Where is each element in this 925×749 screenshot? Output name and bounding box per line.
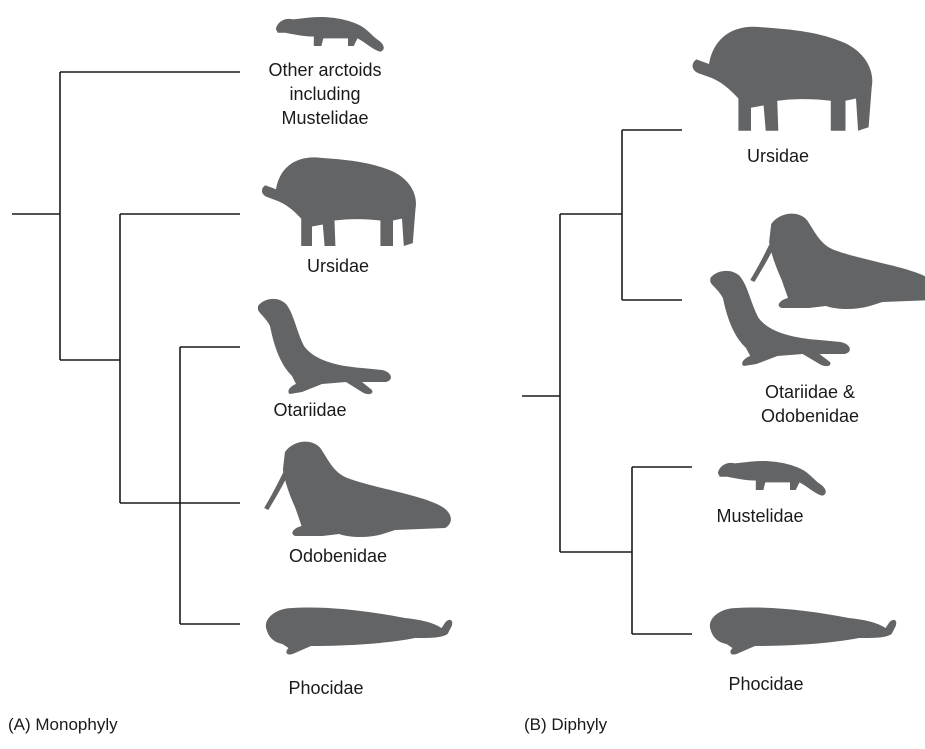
panel-a-label: (A) Monophyly xyxy=(8,714,118,736)
taxon-label-line: Other arctoids xyxy=(244,58,406,82)
taxon-label-ursidae: Ursidae xyxy=(258,254,418,278)
taxon-label-line: Mustelidae xyxy=(680,504,840,528)
sea-lion-icon xyxy=(258,299,391,394)
mustelid-icon xyxy=(718,461,826,496)
taxon-label-line: Phocidae xyxy=(246,676,406,700)
panel-b-label: (B) Diphyly xyxy=(524,714,607,736)
taxon-label-line: Ursidae xyxy=(698,144,858,168)
taxon-label-odobenidae: Odobenidae xyxy=(258,544,418,568)
walrus-icon xyxy=(750,214,925,309)
taxon-label-line: including xyxy=(244,82,406,106)
seal-icon xyxy=(266,607,452,654)
walrus-icon xyxy=(264,442,451,537)
taxon-label-phocidae: Phocidae xyxy=(686,672,846,696)
seal-icon xyxy=(710,607,896,654)
taxon-label-line: Ursidae xyxy=(258,254,418,278)
taxon-label-arctoids: Other arctoids including Mustelidae xyxy=(244,58,406,130)
taxon-label-phocidae: Phocidae xyxy=(246,676,406,700)
bear-icon xyxy=(262,157,416,246)
bear-icon xyxy=(693,27,873,131)
taxon-label-line: Phocidae xyxy=(686,672,846,696)
taxon-label-ursidae: Ursidae xyxy=(698,144,858,168)
taxon-label-line: Otariidae & xyxy=(730,380,890,404)
taxon-label-otariidae: Otariidae xyxy=(230,398,390,422)
taxon-label-mustelidae: Mustelidae xyxy=(680,504,840,528)
taxon-label-line: Mustelidae xyxy=(244,106,406,130)
taxon-label-otariidae-odobenidae: Otariidae & Odobenidae xyxy=(730,380,890,428)
taxon-label-line: Odobenidae xyxy=(258,544,418,568)
taxon-label-line: Odobenidae xyxy=(730,404,890,428)
mustelid-icon xyxy=(276,17,384,52)
taxon-label-line: Otariidae xyxy=(230,398,390,422)
